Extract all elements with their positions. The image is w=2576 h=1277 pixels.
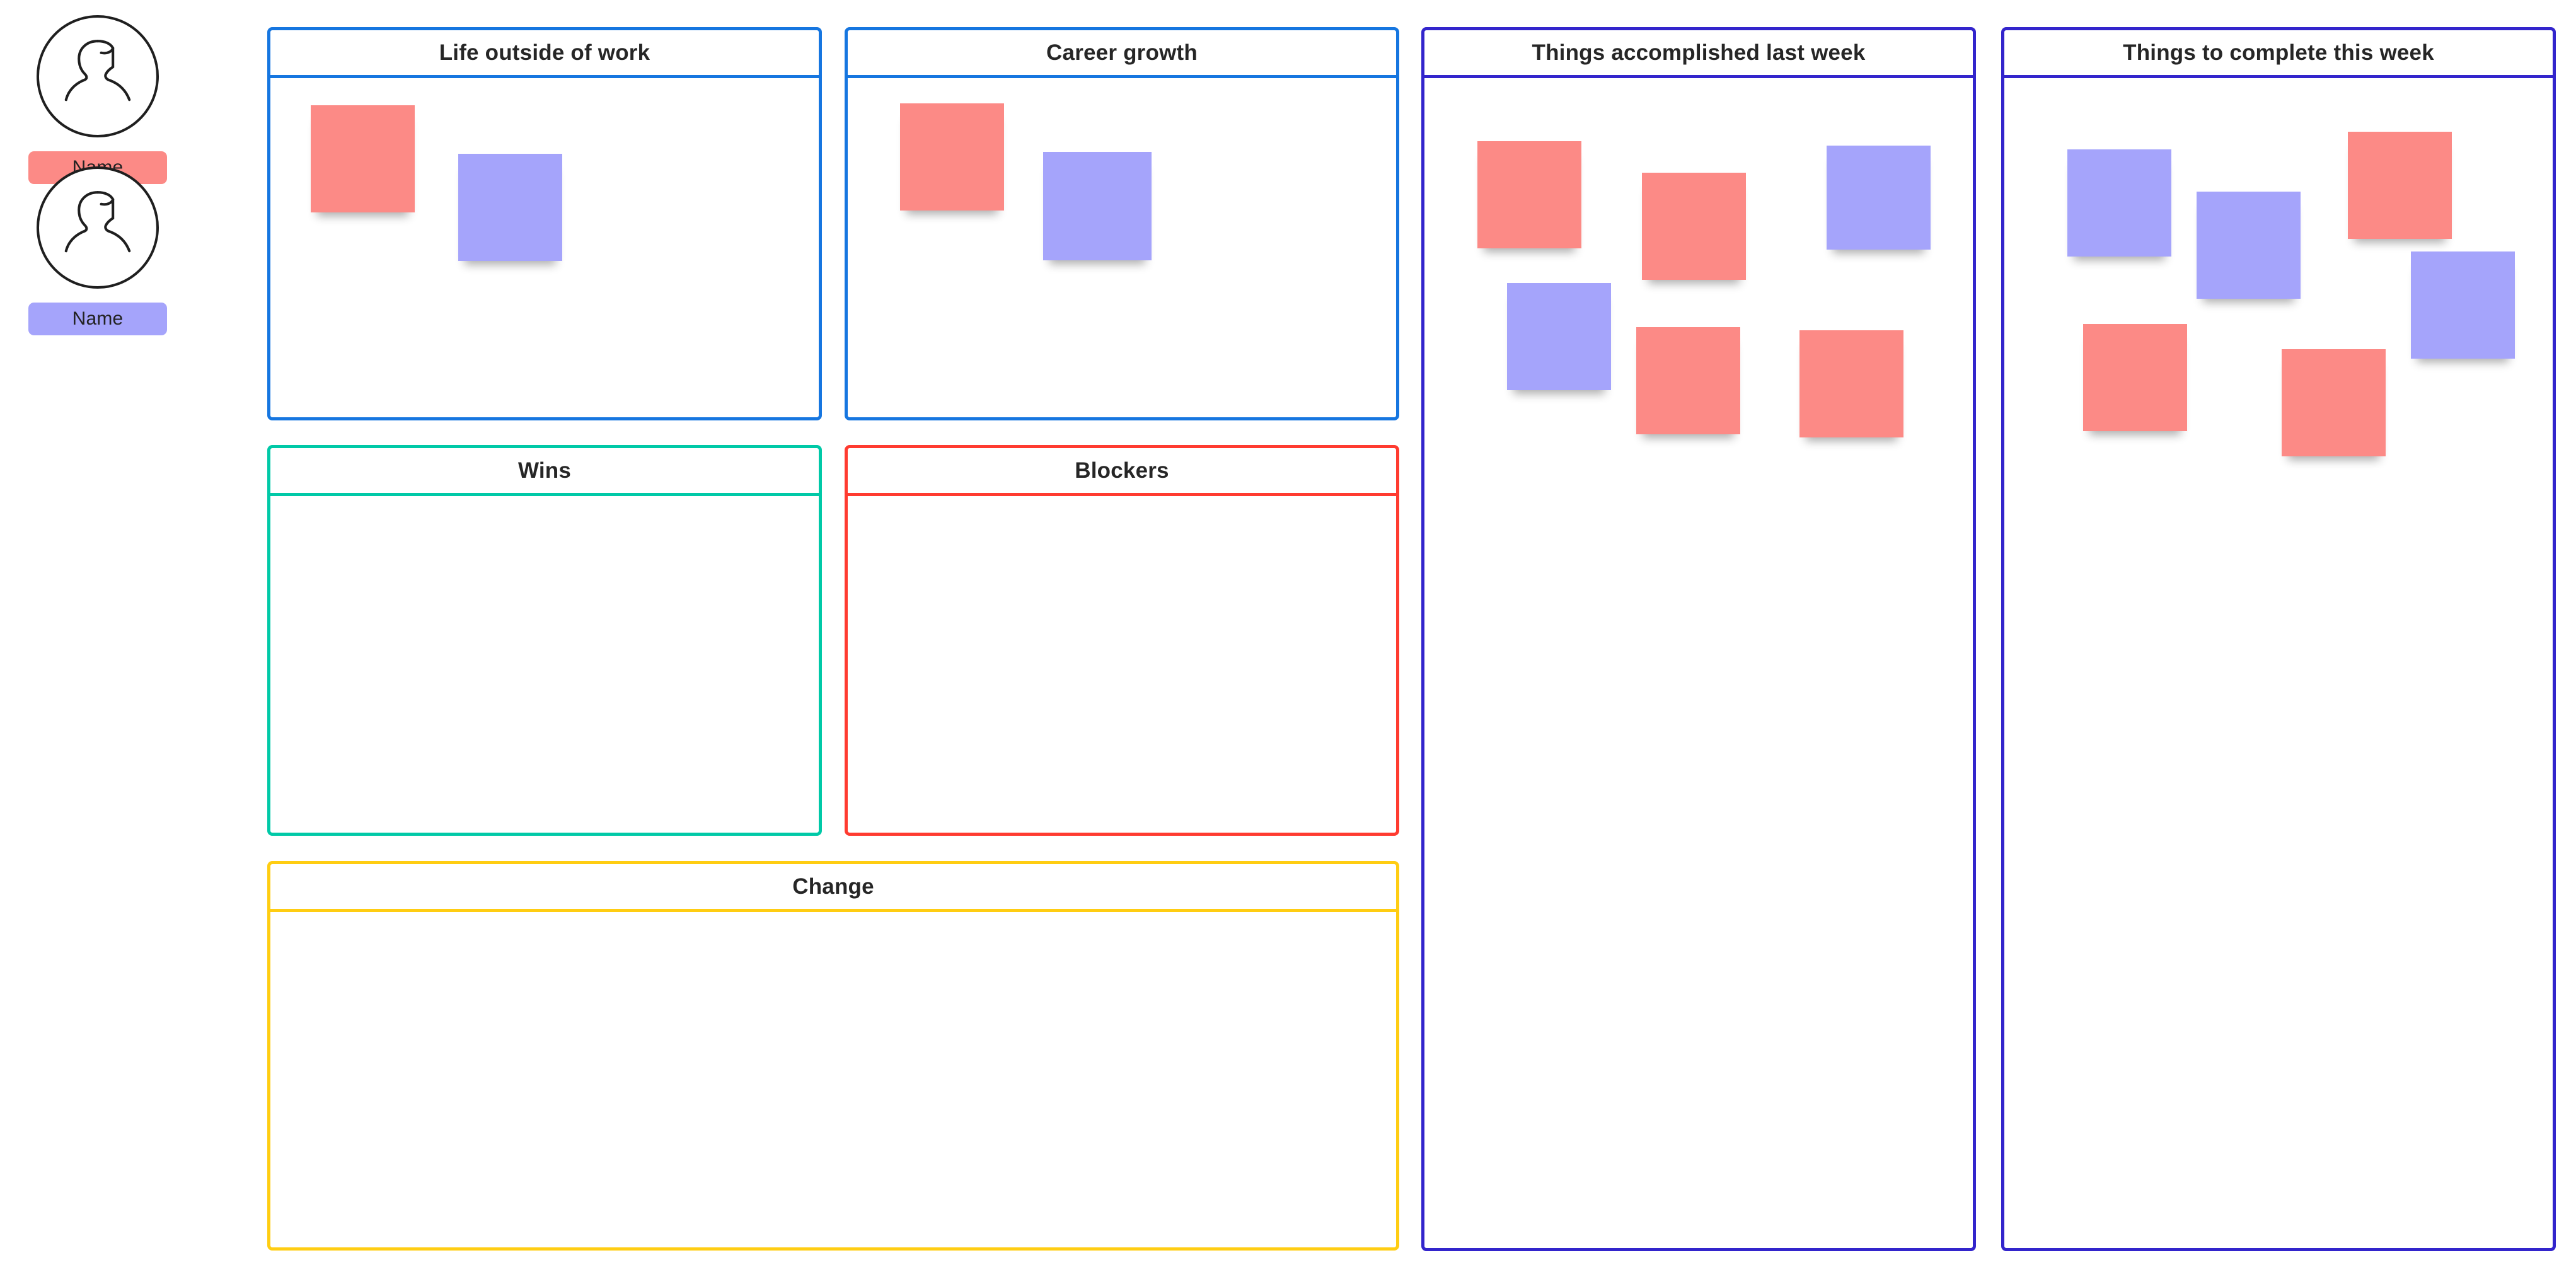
sticky-note[interactable]: [2197, 192, 2301, 299]
participant-card-2[interactable]: Name: [0, 166, 195, 335]
sticky-note[interactable]: [1507, 283, 1611, 390]
participant-card-1[interactable]: Name: [0, 15, 195, 184]
panel-body-blockers[interactable]: [848, 496, 1396, 829]
sticky-note[interactable]: [2411, 251, 2515, 359]
panel-body-things-to-complete-this-week[interactable]: [2004, 78, 2553, 1245]
panel-title: Life outside of work: [439, 40, 650, 65]
panel-body-life-outside-of-work[interactable]: [270, 78, 819, 414]
panel-career-growth[interactable]: Career growth: [845, 27, 1399, 420]
sticky-note[interactable]: [1636, 327, 1740, 434]
sticky-note[interactable]: [2348, 132, 2452, 239]
panel-header: Things accomplished last week: [1424, 30, 1973, 78]
sticky-note[interactable]: [1799, 330, 1903, 437]
panel-blockers[interactable]: Blockers: [845, 445, 1399, 836]
user-avatar-icon: [37, 15, 159, 137]
panel-body-things-accomplished-last-week[interactable]: [1424, 78, 1973, 1245]
panel-change[interactable]: Change: [267, 861, 1399, 1251]
participant-name-chip[interactable]: Name: [28, 303, 167, 335]
panel-title: Blockers: [1075, 458, 1169, 483]
panel-life-outside-of-work[interactable]: Life outside of work: [267, 27, 822, 420]
sticky-note[interactable]: [2083, 324, 2187, 431]
panel-header: Wins: [270, 448, 819, 496]
sticky-note[interactable]: [2067, 149, 2171, 257]
panel-title: Things accomplished last week: [1532, 40, 1866, 65]
sticky-note[interactable]: [900, 103, 1004, 211]
panel-header: Career growth: [848, 30, 1396, 78]
sticky-note[interactable]: [1043, 152, 1152, 260]
panel-header: Things to complete this week: [2004, 30, 2553, 78]
sticky-note[interactable]: [458, 154, 562, 261]
panel-title: Wins: [517, 458, 572, 483]
panel-title: Career growth: [1046, 40, 1198, 65]
panel-things-accomplished-last-week[interactable]: Things accomplished last week: [1421, 27, 1976, 1251]
panel-things-to-complete-this-week[interactable]: Things to complete this week: [2001, 27, 2556, 1251]
sticky-note[interactable]: [311, 105, 415, 212]
user-avatar-icon: [37, 166, 159, 289]
participants-sidebar: Name Name: [0, 0, 195, 1277]
panel-wins[interactable]: Wins: [267, 445, 822, 836]
panel-header: Blockers: [848, 448, 1396, 496]
panel-body-change[interactable]: [270, 912, 1396, 1244]
panel-body-career-growth[interactable]: [848, 78, 1396, 414]
sticky-note[interactable]: [1642, 173, 1746, 280]
panel-body-wins[interactable]: [270, 496, 819, 829]
sticky-note[interactable]: [2282, 349, 2386, 456]
panel-header: Change: [270, 864, 1396, 912]
sticky-note[interactable]: [1477, 141, 1581, 248]
sticky-note[interactable]: [1827, 146, 1931, 250]
panel-title: Change: [792, 874, 874, 899]
panel-header: Life outside of work: [270, 30, 819, 78]
panel-title: Things to complete this week: [2123, 40, 2434, 65]
